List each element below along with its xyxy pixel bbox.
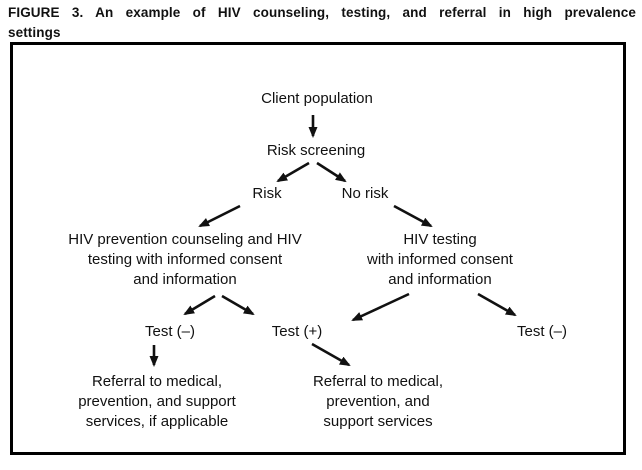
node-referral-right: Referral to medical, prevention, and sup… — [313, 372, 443, 432]
node-referral-right-line2: prevention, and — [326, 393, 430, 410]
node-counseling-testing-line2: testing with informed consent — [87, 251, 283, 268]
flowchart-frame — [10, 42, 626, 455]
node-referral-right-line3: support services — [323, 413, 433, 430]
figure-title-line2: settings — [8, 25, 61, 40]
node-hiv-testing-line1: HIV testing — [403, 231, 477, 248]
node-referral-left: Referral to medical, prevention, and sup… — [78, 372, 236, 432]
node-no-risk: No risk — [341, 185, 389, 202]
node-test-negative-right: Test (–) — [516, 323, 568, 340]
node-hiv-testing-line2: with informed consent — [367, 251, 513, 268]
node-test-positive: Test (+) — [271, 323, 323, 340]
node-counseling-testing-line1: HIV prevention counseling and HIV — [68, 231, 302, 248]
node-test-negative-left: Test (–) — [144, 323, 196, 340]
node-referral-right-line1: Referral to medical, — [312, 373, 444, 390]
node-referral-left-line1: Referral to medical, — [91, 373, 223, 390]
node-counseling-testing-line3: and information — [133, 271, 237, 288]
node-referral-left-line2: prevention, and support — [78, 393, 236, 410]
figure-title: FIGURE 3. An example of HIV counseling, … — [8, 3, 636, 43]
node-hiv-testing: HIV testing with informed consent and in… — [367, 230, 513, 290]
node-client-population: Client population — [261, 90, 373, 107]
node-risk: Risk — [252, 185, 282, 202]
node-risk-screening: Risk screening — [266, 142, 366, 159]
figure-title-line1: FIGURE 3. An example of HIV counseling, … — [8, 5, 636, 20]
node-hiv-testing-line3: and information — [388, 271, 492, 288]
node-counseling-testing: HIV prevention counseling and HIV testin… — [68, 230, 301, 290]
node-referral-left-line3: services, if applicable — [85, 413, 229, 430]
